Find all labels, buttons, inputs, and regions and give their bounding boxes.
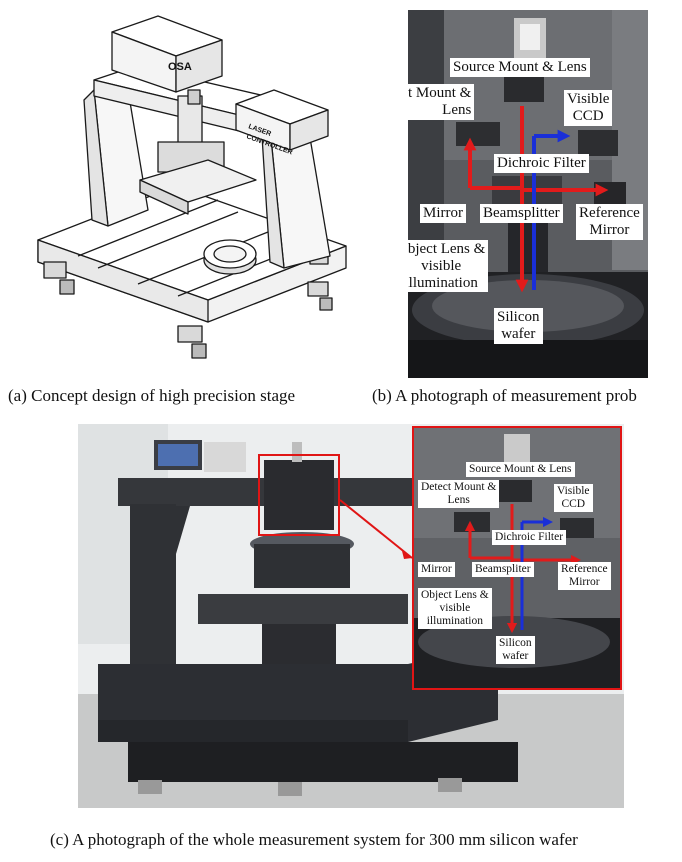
object-lens-label-line3: illumination — [408, 274, 478, 291]
object-lens-label-line2: visible — [421, 257, 462, 274]
inset-beamsplitter-label: Beamspliter — [472, 562, 534, 577]
cad-stage-drawing: OSA LASER CONTROLLER — [37, 15, 347, 359]
inset-visible-label-line1: Visible — [557, 485, 590, 497]
inset-source-label: Source Mount & Lens — [466, 462, 575, 477]
reference-mirror-label: Reference Mirror — [576, 204, 643, 240]
reference-mirror-label-line1: Reference — [579, 205, 640, 221]
caption-b: (b) A photograph of measurement prob — [372, 386, 637, 405]
caption-c: (c) A photograph of the whole measuremen… — [50, 830, 578, 849]
visible-ccd-label-line2: CCD — [572, 107, 604, 124]
zoom-connector-lines — [339, 499, 413, 559]
inset-object-label: Object Lens & visible illumination — [418, 588, 492, 629]
mirror-label: Mirror — [420, 204, 466, 223]
probe-inset: Source Mount & Lens Detect Mount & Lens … — [412, 426, 622, 690]
inset-visible-label: Visible CCD — [554, 484, 593, 512]
inset-silicon-label-line1: Silicon — [499, 637, 532, 649]
inset-detect-label-line2: Lens — [447, 493, 470, 506]
panel-a-concept-drawing: OSA LASER CONTROLLER — [8, 10, 348, 378]
inset-object-label-line2: visible — [439, 601, 471, 614]
osa-label: OSA — [168, 61, 192, 73]
detect-mount-label-line1: Detect Mount & — [408, 85, 472, 101]
inset-reference-label-line2: Mirror — [568, 575, 600, 588]
inset-dichroic-label: Dichroic Filter — [492, 530, 567, 545]
inset-detect-label-line1: Detect Mount & — [421, 481, 497, 493]
source-mount-label: Source Mount & Lens — [450, 58, 590, 77]
panel-c-system-photo: Source Mount & Lens Detect Mount & Lens … — [78, 424, 624, 808]
reference-mirror-label-line2: Mirror — [589, 221, 630, 238]
object-lens-label: Object Lens & visible illumination — [408, 240, 489, 293]
detect-mount-label-line2: Lens — [442, 101, 472, 118]
panel-b-probe-photo: Source Mount & Lens Detect Mount & Lens … — [408, 10, 648, 378]
silicon-wafer-label-line2: wafer — [501, 325, 536, 342]
inset-silicon-label-line2: wafer — [502, 649, 529, 662]
object-lens-label-line1: Object Lens & — [408, 241, 486, 257]
inset-reference-label-line1: Reference — [561, 563, 608, 575]
inset-silicon-label: Silicon wafer — [496, 636, 535, 664]
caption-a: (a) Concept design of high precision sta… — [8, 386, 296, 405]
visible-ccd-label: Visible CCD — [564, 90, 613, 126]
silicon-wafer-label-line1: Silicon — [497, 309, 540, 325]
inset-reference-label: Reference Mirror — [558, 562, 611, 590]
silicon-wafer-label: Silicon wafer — [494, 308, 543, 344]
detect-mount-label: Detect Mount & Lens — [408, 84, 475, 120]
inset-detect-label: Detect Mount & Lens — [418, 480, 500, 508]
inset-photo-shapes — [414, 428, 620, 688]
inset-object-label-line3: illumination — [426, 614, 483, 627]
beamsplitter-label: Beamsplitter — [480, 204, 563, 223]
probe-highlight-box — [258, 454, 340, 536]
dichroic-filter-label: Dichroic Filter — [494, 154, 589, 173]
inset-visible-label-line2: CCD — [561, 497, 586, 510]
inset-object-label-line1: Object Lens & — [421, 589, 489, 601]
visible-ccd-label-line1: Visible — [567, 91, 610, 107]
inset-mirror-label: Mirror — [418, 562, 455, 577]
